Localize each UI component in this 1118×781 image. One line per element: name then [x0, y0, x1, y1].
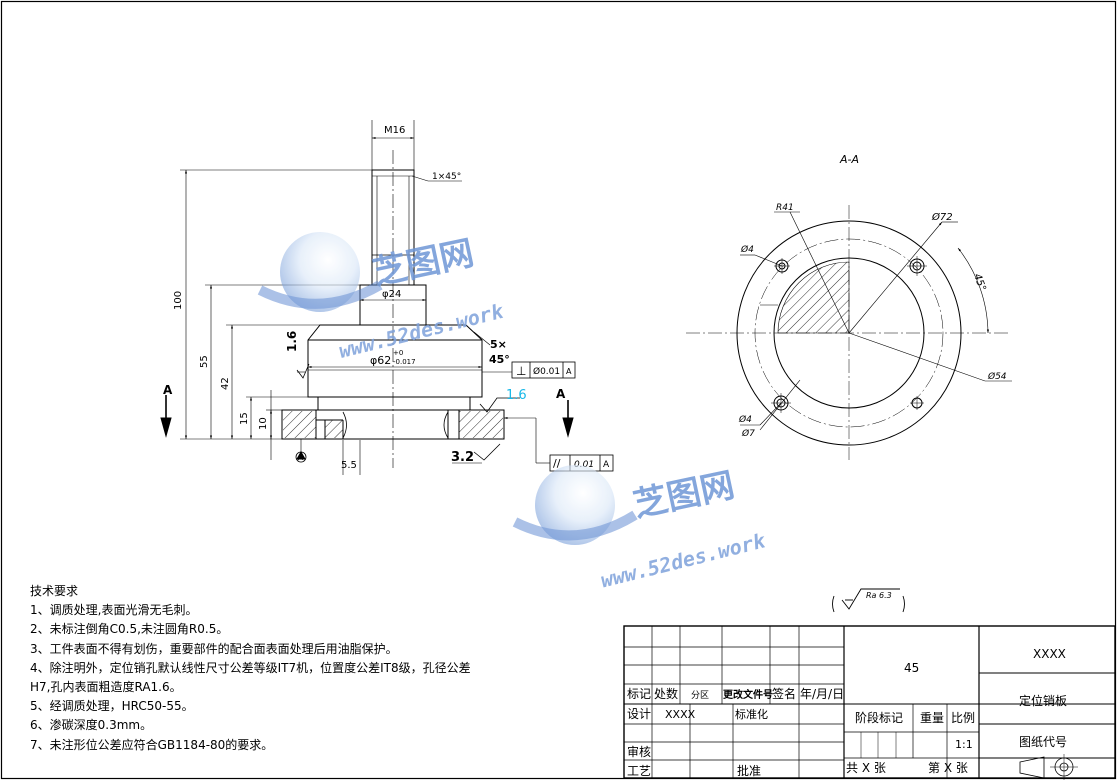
col-mark-label: 标记	[627, 687, 651, 701]
fcf-perp-datum: A	[566, 367, 572, 376]
tech-req-item: 3、工件表面不得有划伤，重要部件的配合面表面处理后用油脂保护。	[30, 641, 398, 656]
d4-top-label: Ø4	[740, 244, 754, 255]
tech-req-item: 5、经调质处理，HRC50-55。	[30, 699, 194, 714]
roughness-left-label: 1.6	[285, 331, 299, 352]
sheets-total-label: 共 X 张	[846, 761, 886, 775]
watermark-url-bottom: www.52des.work	[598, 528, 768, 592]
approve-label: 批准	[737, 763, 761, 778]
fcf-par-tolerance: 0.01	[574, 460, 594, 470]
watermark-url-top: www.52des.work	[336, 299, 506, 363]
tech-req-item: 6、渗碳深度0.3mm。	[30, 718, 153, 733]
dim-10-label: 10	[258, 417, 269, 430]
tech-req-item: 4、除注明外，定位销孔默认线性尺寸公差等级IT7机，位置度公差IT8级，孔径公差	[30, 660, 471, 675]
tech-requirements: 技术要求 1、调质处理,表面光滑无毛刺。 2、未标注倒角C0.5,未注圆角R0.…	[30, 582, 471, 755]
sheet-no-label: 第 X 张	[928, 761, 968, 775]
col-sign-label: 签名	[772, 686, 796, 701]
tech-req-item: 2、未标注倒角C0.5,未注圆角R0.5。	[30, 622, 229, 637]
fcf-par-datum: A	[603, 460, 610, 470]
fcf-perp-symbol: ⊥	[516, 364, 526, 378]
weight-label: 重量	[920, 711, 944, 725]
roughness-bottom-label: 3.2	[451, 450, 474, 465]
datum-a-label: A	[298, 454, 303, 462]
r41-label: R41	[776, 203, 794, 213]
angle-label: 45°	[971, 272, 987, 292]
dim-15-label: 15	[239, 412, 250, 425]
col-date-label: 年/月/日	[800, 687, 844, 701]
base-plate	[281, 409, 505, 440]
d4-bottom-label: Ø4	[738, 414, 752, 425]
tech-req-item: 1、调质处理,表面光滑无毛刺。	[30, 603, 198, 618]
standardize-label: 标准化	[735, 707, 768, 721]
dia-62-label: φ62	[370, 354, 391, 367]
section-mark-left: A	[163, 383, 173, 397]
tol-lower-label: -0.017	[393, 358, 416, 366]
col-change-doc-label: 更改文件号	[723, 688, 773, 701]
designer-label: 设计	[627, 707, 651, 721]
designer-name: XXXX	[665, 708, 696, 721]
watermark-brand-bottom: 芝图网	[630, 465, 738, 525]
dia-24-label: φ24	[382, 289, 401, 300]
drawing-no-label: 图纸代号	[1019, 735, 1067, 749]
tech-requirements-title: 技术要求	[30, 584, 79, 598]
process-label: 工艺	[627, 764, 651, 778]
watermark-brand-top: 芝图网	[369, 233, 477, 293]
tech-req-item: H7,孔内表面粗造度RA1.6。	[30, 679, 182, 694]
section-mark-right: A	[556, 387, 566, 401]
tol-upper-label: +0	[393, 349, 403, 357]
col-zone-label: 分区	[691, 690, 709, 701]
review-label: 审核	[627, 744, 651, 759]
fcf-par-symbol: //	[553, 457, 561, 470]
chamfer-top-label: 1×45°	[432, 172, 461, 182]
d72-label: Ø72	[931, 211, 953, 223]
material-label: 45	[904, 661, 919, 675]
company-label: XXXX	[1033, 647, 1066, 661]
tech-req-item: 7、未注形位公差应符合GB1184-80的要求。	[30, 737, 274, 752]
general-roughness	[832, 588, 905, 613]
thread-label: M16	[384, 125, 405, 136]
scale-label: 比例	[951, 711, 975, 725]
part-name-label: 定位销板	[1019, 693, 1067, 708]
scale-value: 1:1	[955, 738, 973, 751]
chamfer-side-1-label: 5×	[490, 338, 507, 351]
roughness-right-label: 1.6	[506, 388, 527, 403]
chamfer-side-2-label: 45°	[489, 353, 510, 366]
d54-label: Ø54	[987, 371, 1007, 382]
section-view	[686, 205, 1012, 460]
general-roughness-label: Ra 6.3	[866, 591, 892, 600]
title-block	[623, 625, 1116, 780]
dim-42-label: 42	[220, 377, 231, 390]
dim-5-5-label: 5.5	[341, 460, 357, 471]
stage-label: 阶段标记	[855, 710, 903, 725]
dim-total-label: 100	[173, 291, 184, 310]
d7-label: Ø7	[741, 428, 755, 439]
fcf-perp-tolerance: Ø0.01	[533, 366, 560, 377]
section-title: A-A	[839, 153, 859, 166]
col-count-label: 处数	[654, 686, 678, 701]
dim-55-label: 55	[199, 355, 210, 368]
watermark-bottom: 芝图网 www.52des.work	[512, 465, 768, 593]
